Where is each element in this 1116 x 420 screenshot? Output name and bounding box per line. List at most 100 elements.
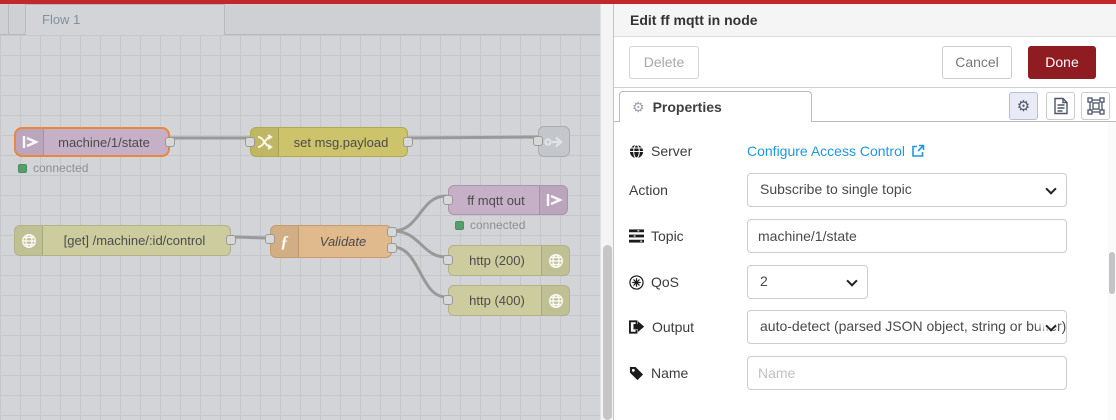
node-http-response-400[interactable]: http (400) [443, 285, 570, 316]
tab-divider [8, 4, 9, 34]
node-http-in[interactable]: [get] /machine/:id/control [14, 225, 236, 256]
link-out-icon [539, 127, 569, 156]
node-label: http (200) [469, 253, 525, 268]
globe-icon [541, 286, 569, 315]
flow-tab-label: Flow 1 [42, 12, 81, 27]
output-port[interactable] [403, 137, 413, 147]
cancel-button[interactable]: Cancel [942, 46, 1012, 79]
globe-icon [541, 246, 569, 275]
function-icon: ƒ [271, 226, 299, 257]
output-port[interactable] [165, 137, 175, 147]
properties-tab-label: Properties [652, 99, 722, 115]
node-label: Validate [319, 234, 367, 249]
configure-access-control-link[interactable]: Configure Access Control [747, 134, 925, 168]
gear-icon: ⚙ [632, 98, 645, 115]
node-change[interactable]: set msg.payload [245, 127, 413, 157]
name-input[interactable] [747, 356, 1067, 390]
node-properties-form: Server Configure Access Control Action S… [614, 122, 1109, 420]
node-http-response-200[interactable]: http (200) [443, 245, 570, 276]
done-button[interactable]: Done [1028, 46, 1096, 79]
qos-select[interactable]: 2 [747, 265, 868, 299]
input-port[interactable] [245, 137, 255, 147]
tag-icon [629, 366, 644, 380]
server-label-group: Server [629, 134, 692, 168]
qos-selected-value: 2 [760, 273, 768, 289]
node-link-out[interactable] [533, 126, 570, 157]
document-icon [1053, 97, 1068, 115]
status-dot-green [455, 220, 464, 230]
node-status: connected [18, 161, 88, 175]
form-row-action: Action Subscribe to single topic [629, 173, 1099, 207]
output-select[interactable]: auto-detect (parsed JSON object, string … [747, 310, 1067, 344]
sign-out-icon [629, 320, 645, 334]
input-port[interactable] [443, 255, 453, 265]
properties-view-button[interactable]: ⚙ [1009, 92, 1038, 120]
form-row-server: Server Configure Access Control [629, 134, 1099, 168]
node-function-validate[interactable]: ƒ Validate [265, 225, 397, 258]
workspace-tab-bar: Flow 1 [0, 4, 613, 35]
input-port[interactable] [443, 295, 453, 305]
shuffle-icon [251, 128, 279, 156]
globe-icon [629, 143, 644, 159]
gear-icon: ⚙ [1016, 98, 1031, 115]
action-label: Action [629, 182, 668, 198]
status-dot-green [18, 163, 27, 173]
output-port[interactable] [226, 235, 236, 245]
tray-tab-row: ⚙ Properties ⚙ [614, 88, 1116, 122]
output-port-1[interactable] [387, 227, 397, 237]
output-port-2[interactable] [387, 243, 397, 253]
form-row-name: Name [629, 356, 1099, 390]
form-row-topic: Topic [629, 219, 1099, 253]
tab-baseline [614, 121, 1116, 122]
input-port[interactable] [443, 195, 453, 205]
action-selected-value: Subscribe to single topic [760, 181, 912, 197]
qos-icon [629, 274, 644, 290]
wire-function-http400[interactable] [391, 245, 448, 299]
external-link-icon [912, 144, 925, 157]
appearance-view-button[interactable] [1081, 92, 1110, 120]
node-label: machine/1/state [58, 134, 150, 150]
wire-change-linkout[interactable] [406, 135, 541, 140]
topic-label: Topic [651, 228, 684, 244]
wire-function-mqttout[interactable] [391, 194, 448, 233]
node-mqtt-out[interactable]: ff mqtt out [443, 185, 568, 215]
edit-node-tray: Edit ff mqtt in node Delete Cancel Done … [613, 4, 1116, 420]
flow-workspace[interactable]: Flow 1 machine/1/state connected set msg… [0, 4, 613, 420]
input-port[interactable] [533, 136, 543, 146]
node-status: connected [455, 218, 525, 232]
scrollbar-thumb[interactable] [1109, 252, 1115, 294]
node-label: set msg.payload [293, 134, 389, 150]
globe-icon [15, 226, 43, 255]
tab-flow-1[interactable]: Flow 1 [25, 4, 225, 35]
action-select[interactable]: Subscribe to single topic [747, 173, 1067, 207]
tray-toolbar: Delete Cancel Done [614, 37, 1116, 88]
tray-vertical-scrollbar[interactable] [1108, 122, 1116, 420]
form-row-qos: QoS 2 [629, 265, 1099, 299]
node-label: http (400) [469, 293, 525, 308]
wires-layer [168, 135, 541, 299]
node-label: ff mqtt out [467, 192, 525, 208]
tab-properties[interactable]: ⚙ Properties [619, 91, 812, 122]
chevron-down-icon [1045, 183, 1057, 195]
tray-header: Edit ff mqtt in node [614, 4, 1116, 37]
scrollbar-thumb[interactable] [603, 245, 612, 420]
tray-title: Edit ff mqtt in node [630, 12, 758, 28]
wire-httpin-function[interactable] [229, 235, 270, 240]
server-label: Server [651, 143, 693, 159]
node-mqtt-in[interactable]: machine/1/state [14, 127, 175, 157]
delete-button[interactable]: Delete [629, 46, 699, 79]
app-header-bar [0, 0, 1116, 4]
input-port[interactable] [265, 234, 275, 244]
name-label: Name [651, 365, 689, 381]
form-row-output: Output auto-detect (parsed JSON object, … [629, 310, 1099, 344]
mqtt-icon [539, 186, 567, 214]
topic-input[interactable] [747, 219, 1067, 253]
output-label: Output [652, 319, 695, 335]
wire-function-http200[interactable] [391, 229, 448, 259]
chevron-down-icon [846, 275, 858, 287]
node-label: [get] /machine/:id/control [63, 233, 206, 248]
canvas-vertical-scrollbar[interactable] [600, 4, 613, 420]
qos-label: QoS [651, 274, 680, 290]
status-text: connected [470, 218, 526, 232]
description-view-button[interactable] [1046, 92, 1075, 120]
